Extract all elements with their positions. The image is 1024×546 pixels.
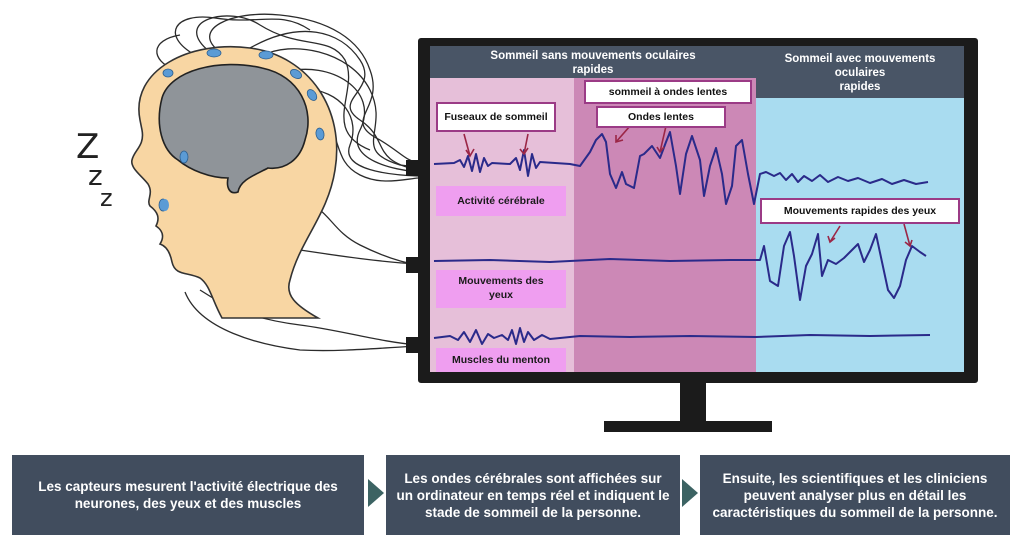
step-1-box: Les capteurs mesurent l'activité électri…: [12, 455, 364, 535]
signal-traces: [433, 125, 931, 345]
sleep-z-small: z: [100, 184, 113, 212]
label-chin-muscles: Muscles du menton: [436, 348, 566, 372]
header-rem: Sommeil avec mouvements oculaires rapide…: [756, 46, 964, 98]
connector-chin: [406, 337, 420, 353]
label-eye-movements: Mouvements des yeux: [436, 270, 566, 308]
step-2-text: Les ondes cérébrales sont affichées sur …: [396, 470, 670, 520]
monitor-stand-neck: [680, 383, 706, 421]
connector-brain: [406, 160, 420, 176]
connector-eyes: [406, 257, 420, 273]
monitor-screen: Sommeil sans mouvements oculaires rapide…: [430, 46, 964, 372]
callout-arrows: [463, 125, 913, 248]
step-2-box: Les ondes cérébrales sont affichées sur …: [386, 455, 680, 535]
chin-muscle-trace: [433, 327, 931, 345]
callout-slow-waves: Ondes lentes: [596, 106, 726, 128]
sleep-z-large: Z: [76, 127, 100, 167]
step-chevron-2: [682, 479, 698, 507]
eye-movement-trace: [433, 231, 927, 301]
label-brain-activity: Activité cérébrale: [436, 186, 566, 216]
monitor-stand-base: [604, 421, 772, 432]
brain-shape: [158, 63, 309, 194]
step-chevron-1: [368, 479, 384, 507]
step-3-box: Ensuite, les scientifiques et les clinic…: [700, 455, 1010, 535]
step-1-text: Les capteurs mesurent l'activité électri…: [38, 479, 338, 511]
header-nrem: Sommeil sans mouvements oculaires rapide…: [430, 46, 756, 78]
eye-electrode: [161, 199, 169, 211]
callout-spindles: Fuseaux de sommeil: [436, 102, 556, 132]
callout-slow-wave-sleep: sommeil à ondes lentes: [584, 80, 752, 104]
brain-wave-trace: [433, 131, 929, 205]
sleep-z-medium: z: [88, 159, 103, 192]
callout-rapid-eye-movements: Mouvements rapides des yeux: [760, 198, 960, 224]
step-3-text: Ensuite, les scientifiques et les clinic…: [712, 470, 998, 520]
